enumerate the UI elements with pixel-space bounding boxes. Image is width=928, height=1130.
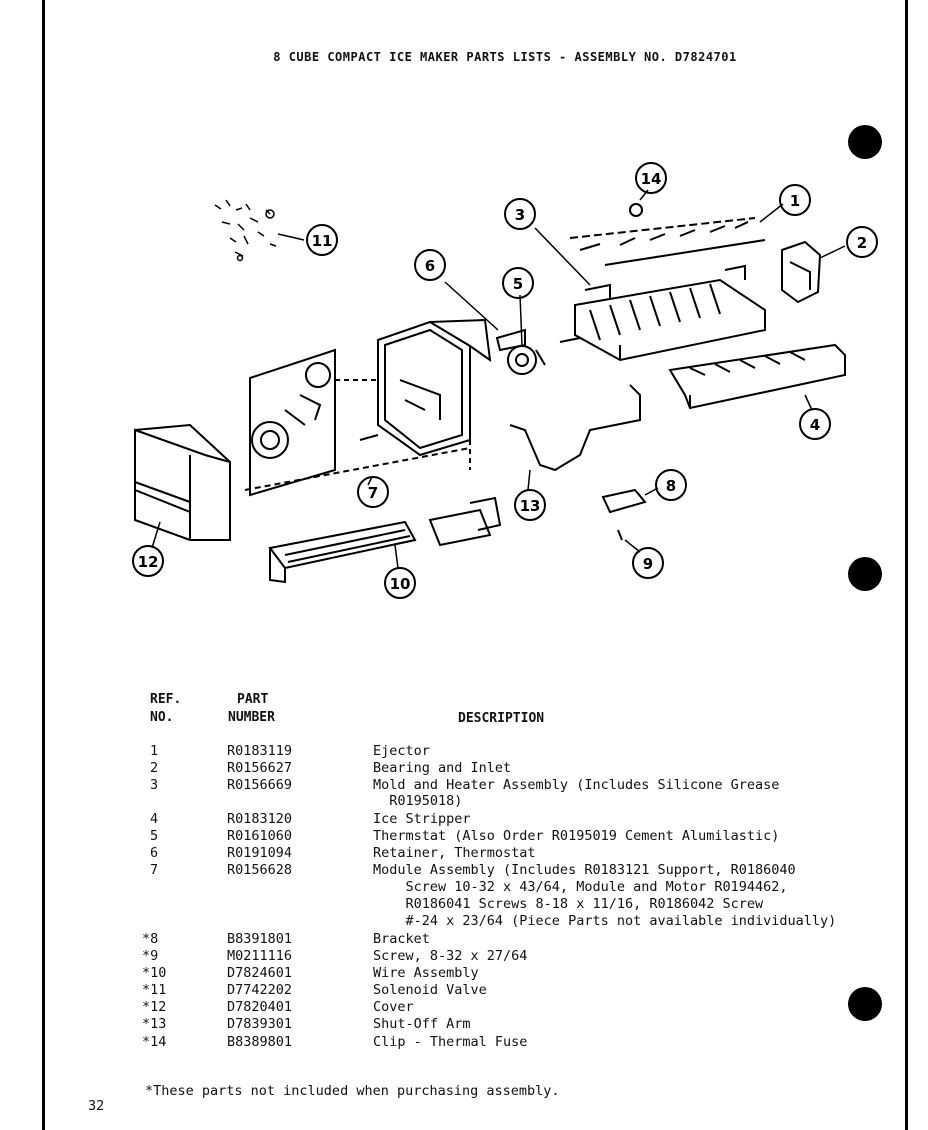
callout-14: 14	[641, 170, 662, 188]
thermostat-part	[495, 328, 546, 375]
description: Ejector	[373, 743, 430, 759]
description: Thermstat (Also Order R0195019 Cement Al…	[373, 828, 780, 844]
part-header-line1: PART	[237, 692, 269, 707]
description: Mold and Heater Assembly (Includes Silic…	[373, 777, 780, 809]
ref-no: *14	[142, 1034, 167, 1050]
part-number: R0156628	[227, 862, 293, 878]
ice-stripper-part	[668, 343, 846, 410]
part-number: D7742202	[227, 982, 293, 998]
part-number: R0156627	[227, 760, 293, 776]
ref-header-line1: REF.	[150, 692, 182, 707]
callout-13: 13	[520, 497, 541, 515]
ref-no: 4	[150, 811, 159, 827]
description: Wire Assembly	[373, 965, 479, 981]
part-number: D7839301	[227, 1016, 293, 1032]
description: Retainer, Thermostat	[373, 845, 536, 861]
shut-off-arm-part	[509, 384, 641, 472]
part-number: R0183120	[227, 811, 293, 827]
callout-11: 11	[312, 232, 333, 250]
description: Bearing and Inlet	[373, 760, 512, 776]
part-number: R0191094	[227, 845, 293, 861]
solenoid-valve-part	[214, 199, 277, 262]
ref-no: 2	[150, 760, 159, 776]
ref-header-line2: NO.	[150, 710, 174, 725]
exploded-parts-diagram: 1 2 3 4 5 6 7 8 9 10 11 12 13 14	[132, 162, 878, 599]
bearing-inlet-part	[781, 240, 822, 304]
callout-2: 2	[857, 234, 867, 252]
callout-9: 9	[643, 555, 653, 573]
part-number: R0161060	[227, 828, 293, 844]
description: Module Assembly (Includes R0183121 Suppo…	[373, 862, 837, 929]
callout-7: 7	[368, 484, 378, 502]
ejector-part	[569, 217, 766, 266]
thermal-fuse-clip-part	[629, 203, 643, 217]
part-number: D7820401	[227, 999, 293, 1015]
description-header: DESCRIPTION	[458, 711, 545, 726]
part-number: R0156669	[227, 777, 293, 793]
binder-hole-bottom	[848, 987, 882, 1021]
part-header-line2: NUMBER	[228, 710, 275, 725]
callout-5: 5	[513, 275, 523, 293]
ref-no: 1	[150, 743, 159, 759]
ref-no: *8	[142, 931, 159, 947]
callout-3: 3	[515, 206, 525, 224]
callout-8: 8	[666, 477, 676, 495]
callout-12: 12	[138, 553, 159, 571]
module-assembly-part	[244, 318, 492, 497]
description: Bracket	[373, 931, 430, 947]
ref-no: *11	[142, 982, 167, 998]
binder-hole-top	[848, 125, 882, 159]
bracket-part	[601, 488, 647, 541]
ref-no: 7	[150, 862, 159, 878]
ref-no: 5	[150, 828, 159, 844]
ref-no: *13	[142, 1016, 167, 1032]
description: Shut-Off Arm	[373, 1016, 471, 1032]
callout-circles	[132, 162, 878, 599]
ref-no: 3	[150, 777, 159, 793]
description: Cover	[373, 999, 414, 1015]
page-title: 8 CUBE COMPACT ICE MAKER PARTS LISTS - A…	[273, 50, 737, 64]
description: Screw, 8-32 x 27/64	[373, 948, 528, 964]
callout-6: 6	[425, 257, 435, 275]
ref-no: *10	[142, 965, 167, 981]
page-border-left	[42, 0, 45, 1130]
part-number: B8389801	[227, 1034, 293, 1050]
page-border-right	[905, 0, 908, 1130]
description: Ice Stripper	[373, 811, 471, 827]
part-number: R0183119	[227, 743, 293, 759]
page-number: 32	[88, 1098, 105, 1114]
part-number: D7824601	[227, 965, 293, 981]
callout-1: 1	[790, 192, 800, 210]
ref-no: *9	[142, 948, 159, 964]
callout-4: 4	[810, 416, 820, 434]
callout-10: 10	[390, 575, 411, 593]
part-number: B8391801	[227, 931, 293, 947]
cover-part	[134, 423, 231, 541]
footnote: *These parts not included when purchasin…	[145, 1083, 560, 1099]
part-number: M0211116	[227, 948, 293, 964]
ref-no: *12	[142, 999, 167, 1015]
ref-no: 6	[150, 845, 159, 861]
description: Solenoid Valve	[373, 982, 487, 998]
description: Clip - Thermal Fuse	[373, 1034, 528, 1050]
binder-hole-middle	[848, 557, 882, 591]
wire-assembly-part	[268, 496, 502, 584]
mold-heater-part	[559, 264, 766, 362]
